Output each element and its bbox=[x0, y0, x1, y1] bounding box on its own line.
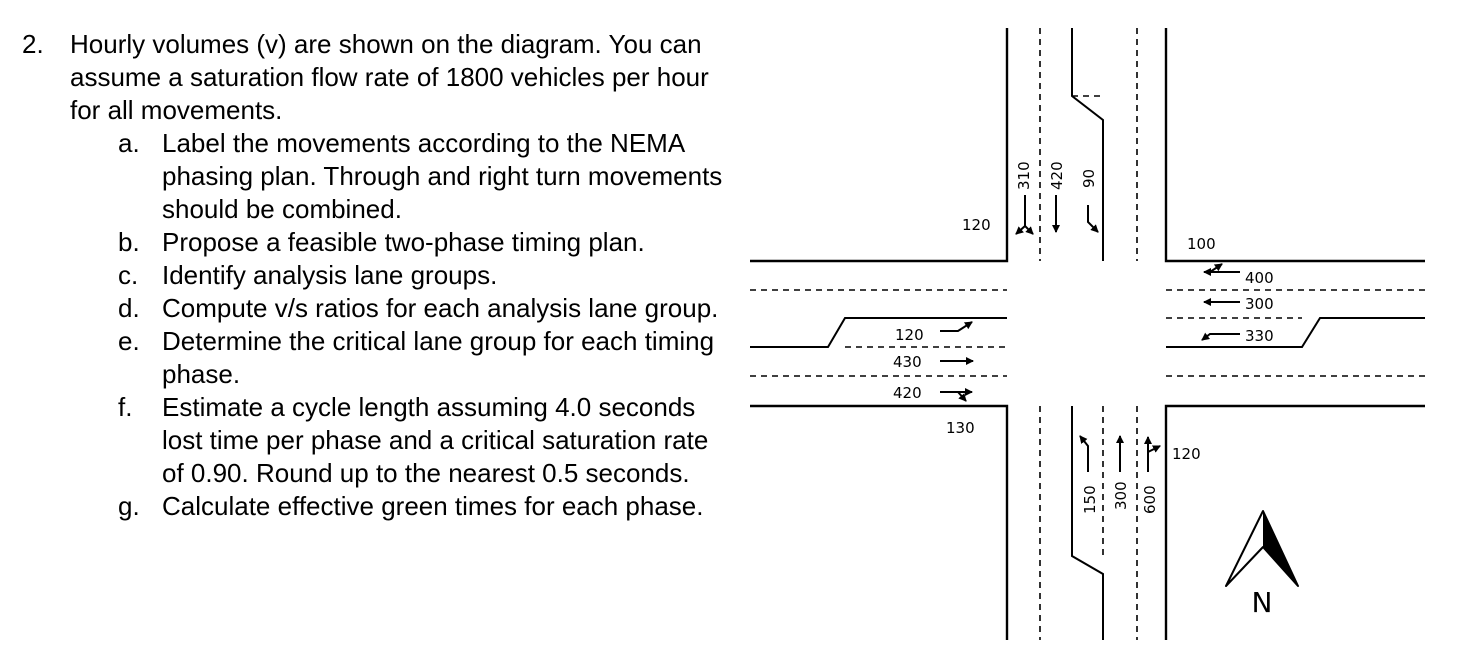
wb-uturn-arrow bbox=[1206, 263, 1240, 273]
sb-left-turn-arrow bbox=[1015, 195, 1026, 235]
part-text: Determine the critical lane group for ea… bbox=[162, 326, 715, 389]
part-letter: g. bbox=[118, 491, 140, 521]
movement-arrows bbox=[940, 195, 1240, 472]
sb-right-volume: 120 bbox=[962, 216, 991, 234]
wb-left-turn-arrow bbox=[1201, 332, 1240, 341]
part-a: a. Label the movements according to the … bbox=[22, 127, 742, 226]
nb-extra-volume: 120 bbox=[1172, 445, 1201, 463]
lane-lines bbox=[750, 28, 1425, 640]
problem-intro-text: Hourly volumes (v) are shown on the diag… bbox=[70, 29, 709, 125]
north-arrow: N bbox=[1225, 510, 1299, 619]
part-d: d. Compute v/s ratios for each analysis … bbox=[22, 292, 742, 325]
wb-right-volume: 400 bbox=[1245, 269, 1274, 287]
nb-right-volume: 600 bbox=[1141, 485, 1159, 514]
part-text: Propose a feasible two-phase timing plan… bbox=[162, 227, 645, 257]
part-e: e. Determine the critical lane group for… bbox=[22, 325, 742, 391]
north-label: N bbox=[1252, 586, 1273, 619]
nb-right-turn-branch-arrow bbox=[1147, 445, 1161, 453]
intersection-diagram: 120 310 420 90 100 400 300 330 120 430 4… bbox=[750, 28, 1425, 640]
eb-right-volume: 420 bbox=[893, 384, 922, 402]
part-b: b. Propose a feasible two-phase timing p… bbox=[22, 226, 742, 259]
eb-left-turn-arrow bbox=[940, 321, 973, 332]
road-edges bbox=[750, 28, 1425, 640]
nb-through-volume: 300 bbox=[1112, 481, 1130, 510]
eb-right-turn-down-arrow bbox=[957, 391, 967, 402]
part-letter: b. bbox=[118, 227, 140, 257]
part-c: c. Identify analysis lane groups. bbox=[22, 259, 742, 292]
volume-labels: 120 310 420 90 100 400 300 330 120 430 4… bbox=[893, 161, 1274, 514]
sb-left-volume: 310 bbox=[1015, 161, 1033, 190]
north-arrow-icon bbox=[1225, 510, 1299, 587]
sb-uturn-arrow bbox=[1087, 205, 1099, 233]
part-g: g. Calculate effective green times for e… bbox=[22, 490, 742, 523]
sb-right-turn-arrow bbox=[1024, 195, 1034, 235]
part-f: f. Estimate a cycle length assuming 4.0 … bbox=[22, 391, 742, 490]
problem-text: 2. Hourly volumes (v) are shown on the d… bbox=[22, 28, 742, 523]
part-letter: e. bbox=[118, 326, 140, 356]
eb-through-volume: 430 bbox=[893, 353, 922, 371]
nb-left-volume: 150 bbox=[1081, 485, 1099, 514]
north-arrow-shade bbox=[1263, 511, 1298, 586]
sb-uturn-volume: 90 bbox=[1080, 169, 1098, 188]
part-text: Calculate effective green times for each… bbox=[162, 491, 704, 521]
wb-uturn-volume: 100 bbox=[1187, 235, 1216, 253]
problem-intro: 2. Hourly volumes (v) are shown on the d… bbox=[22, 28, 742, 127]
part-letter: a. bbox=[118, 128, 140, 158]
part-text: Compute v/s ratios for each analysis lan… bbox=[162, 293, 719, 323]
nb-left-turn-arrow bbox=[1079, 435, 1089, 472]
sb-through-volume: 420 bbox=[1048, 161, 1066, 190]
part-text: Estimate a cycle length assuming 4.0 sec… bbox=[162, 392, 709, 488]
wb-through-volume: 300 bbox=[1245, 295, 1274, 313]
part-text: Label the movements according to the NEM… bbox=[162, 128, 723, 224]
part-text: Identify analysis lane groups. bbox=[162, 260, 498, 290]
eb-left-volume: 120 bbox=[895, 326, 924, 344]
part-letter: f. bbox=[118, 392, 133, 422]
wb-left-volume: 330 bbox=[1245, 327, 1274, 345]
part-letter: c. bbox=[118, 260, 139, 290]
median-islands bbox=[750, 28, 1425, 640]
problem-number: 2. bbox=[22, 29, 44, 59]
part-letter: d. bbox=[118, 293, 140, 323]
eb-uturn-volume: 130 bbox=[946, 419, 975, 437]
